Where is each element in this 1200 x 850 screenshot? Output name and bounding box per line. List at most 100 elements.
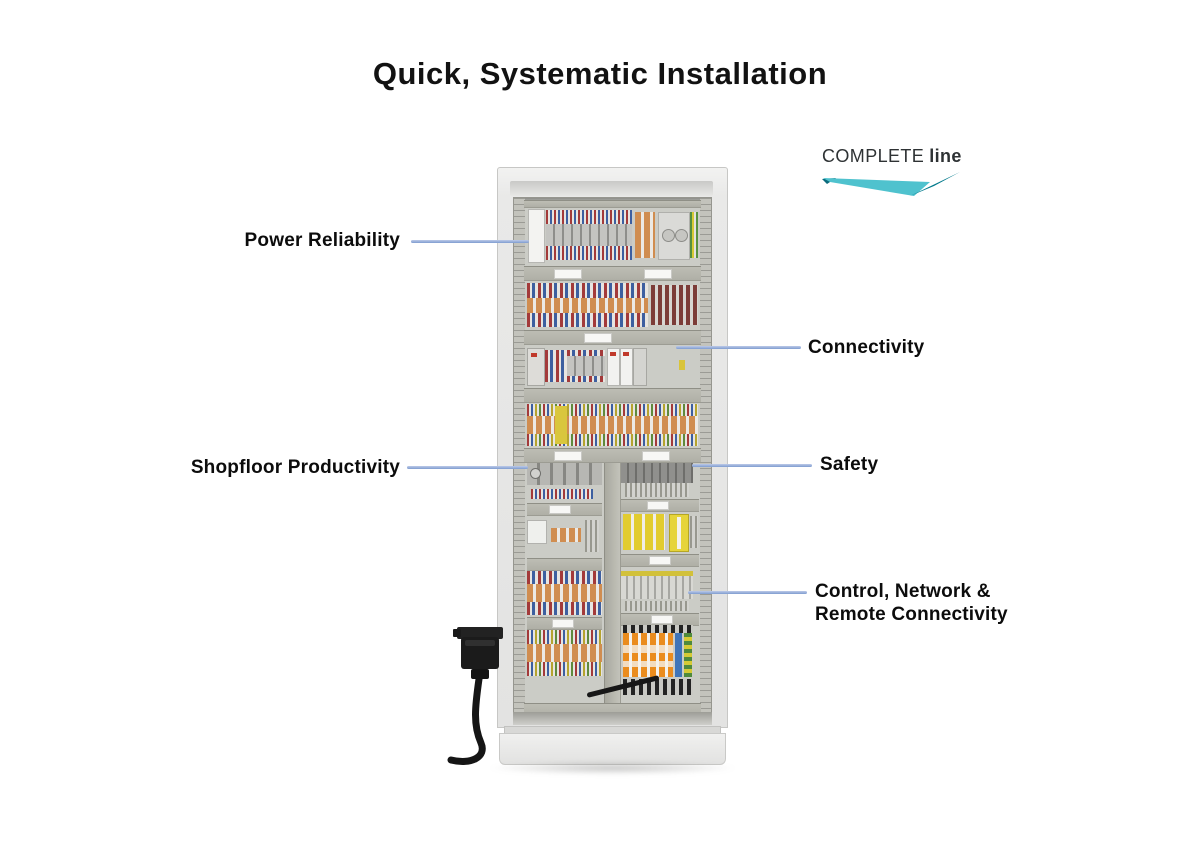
terminal-strip [527, 584, 602, 602]
control-network-row [621, 567, 699, 611]
mounting-rail [700, 198, 711, 713]
rotary-knob-icon [530, 468, 541, 479]
breaker-module [527, 520, 547, 544]
wire-bundle [527, 571, 602, 584]
power-supply-module [528, 209, 545, 263]
io-module [633, 348, 647, 386]
module-accent-band [621, 571, 693, 576]
wire-duct [621, 554, 699, 567]
terminal-strip [635, 212, 655, 258]
wire-duct [524, 266, 701, 281]
connectivity-row [527, 346, 698, 386]
terminal-row [527, 630, 602, 676]
wire-bundle [527, 602, 602, 615]
page-title: Quick, Systematic Installation [372, 56, 828, 91]
terminal-strip [527, 298, 648, 313]
terminal-strip [527, 644, 602, 662]
wire-bundle [527, 434, 698, 446]
wire-duct [527, 503, 602, 516]
wire-bundle [690, 516, 698, 548]
marker-wedge [555, 406, 567, 444]
module-stripe [677, 517, 681, 549]
label-chip [549, 505, 571, 514]
wire-bundle [527, 283, 648, 298]
relay-module-group [623, 633, 673, 677]
wire-bundle [527, 313, 648, 327]
label-chip [552, 619, 574, 628]
vertical-wire-duct [604, 463, 621, 703]
wire-duct [527, 617, 602, 630]
power-socket-icon [662, 229, 675, 242]
leader-line-control-network [688, 591, 807, 594]
terminal-row [527, 404, 698, 446]
label-control-network-remote-connectivity: Control, Network & Remote Connectivity [815, 581, 1008, 625]
motor-starter-group [527, 463, 602, 485]
plinth-base [499, 733, 726, 765]
terminal-strip [551, 528, 581, 542]
label-chip [647, 501, 669, 510]
label-chip [554, 269, 582, 279]
label-power-reliability: Power Reliability [244, 230, 400, 251]
label-chip [649, 556, 671, 565]
cabinet-top-recess [510, 181, 713, 196]
controller-module-group [621, 576, 693, 599]
label-shopfloor-productivity: Shopfloor Productivity [190, 457, 400, 478]
wire-duct [524, 448, 701, 463]
wire-duct [621, 499, 699, 512]
label-chip [554, 451, 582, 461]
label-safety: Safety [820, 454, 879, 475]
power-reliability-row [527, 208, 698, 263]
cabinet-bottom-shadow [513, 712, 712, 725]
label-chip [651, 615, 673, 624]
wire-duct [524, 200, 701, 208]
safety-relay-row [621, 512, 699, 552]
leader-line-power-reliability [411, 240, 529, 243]
industrial-connector [447, 627, 503, 765]
wire-bundle [527, 662, 602, 676]
leader-line-shopfloor-productivity [407, 466, 528, 469]
complete-line-swoosh-icon [822, 172, 960, 196]
wire-bundle [527, 630, 602, 644]
distribution-row [527, 283, 698, 327]
wire-bundle [531, 489, 593, 499]
ground-terminal [684, 633, 692, 677]
status-led [610, 352, 616, 356]
socket-module [658, 212, 690, 260]
wire-duct [524, 330, 701, 345]
shopfloor-productivity-row [527, 463, 602, 499]
plug-connector-strip [623, 625, 693, 633]
fuse-terminal-strip [651, 285, 698, 325]
terminal-strip [527, 416, 698, 434]
wire-bundle [625, 601, 689, 611]
leader-line-connectivity [676, 346, 801, 349]
controller-module [527, 348, 545, 386]
label-connectivity: Connectivity [808, 337, 925, 358]
power-socket-icon [675, 229, 688, 242]
module-band [623, 661, 673, 667]
terminal-block [679, 360, 685, 370]
label-chip [584, 333, 612, 343]
wire-bundle [546, 246, 632, 260]
wire-bundle [546, 210, 632, 224]
blue-module [675, 633, 682, 677]
control-cabinet [447, 167, 738, 779]
label-chip [644, 269, 672, 279]
ground-wires [690, 212, 698, 258]
status-led [623, 352, 629, 356]
wire-bundle [585, 520, 599, 552]
label-chip [642, 451, 670, 461]
mounting-rail [514, 198, 525, 713]
relay-module-group [621, 463, 693, 483]
status-led [531, 353, 537, 357]
network-device [607, 348, 620, 386]
wire-bundle [625, 483, 689, 497]
safety-relay-module [669, 514, 689, 552]
module-band [623, 645, 673, 653]
terminal-strip [567, 356, 605, 376]
logo-text-bold: line [929, 146, 962, 166]
wire-duct [527, 558, 602, 571]
connector-cable [447, 675, 486, 765]
circuit-breaker-strip [546, 224, 632, 246]
